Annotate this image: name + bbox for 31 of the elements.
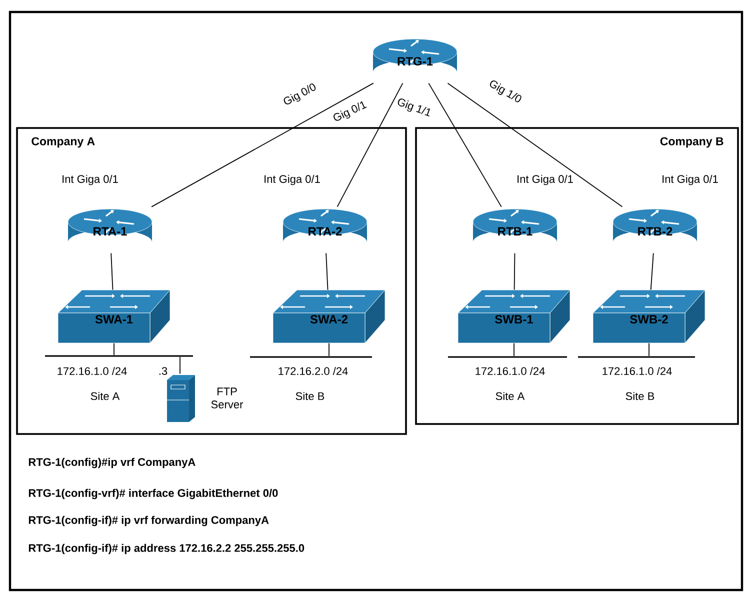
edge-label: Gig 0/0: [280, 80, 320, 110]
network-label: 172.16.1.0 /24: [600, 366, 674, 376]
network-label: Int Giga 0/1: [60, 174, 120, 186]
link-line: [648, 342, 650, 356]
network-label: Int Giga 0/1: [516, 174, 574, 186]
link-line: [336, 82, 404, 208]
edge-label: Gig 1/0: [486, 77, 524, 107]
config-command: RTG-1(config-if)# ip address 172.16.2.2 255.255.255.0: [28, 544, 304, 554]
config-command: RTG-1(config)#ip vrf CompanyA: [28, 458, 196, 468]
link-line: [110, 252, 114, 290]
edge-label: .3: [157, 366, 169, 376]
link-line: [151, 82, 374, 208]
link-line: [328, 342, 330, 356]
link-line: [650, 252, 654, 290]
network-label: 172.16.1.0 /24: [56, 366, 128, 376]
config-command: RTG-1(config-if)# ip vrf forwarding CompanyA: [28, 516, 269, 526]
network-label: 172.16.1.0 /24: [474, 366, 546, 376]
network-label: Int Giga 0/1: [660, 174, 720, 186]
network-label: Site B: [624, 390, 656, 402]
link-line: [428, 82, 502, 208]
network-label: Site B: [294, 390, 326, 402]
edge-label: Gig 1/1: [394, 96, 434, 120]
network-label: Int Giga 0/1: [262, 174, 322, 186]
edge-label: Gig 0/1: [330, 98, 370, 126]
link-line: [447, 82, 623, 208]
network-label: 172.16.2.0 /24: [276, 366, 350, 376]
network-label: Site A: [494, 390, 526, 402]
network-label: Site A: [89, 390, 121, 402]
link-line: [326, 252, 328, 290]
config-command: RTG-1(config-vrf)# interface GigabitEthernet 0/0: [28, 488, 278, 500]
link-line: [514, 252, 516, 290]
